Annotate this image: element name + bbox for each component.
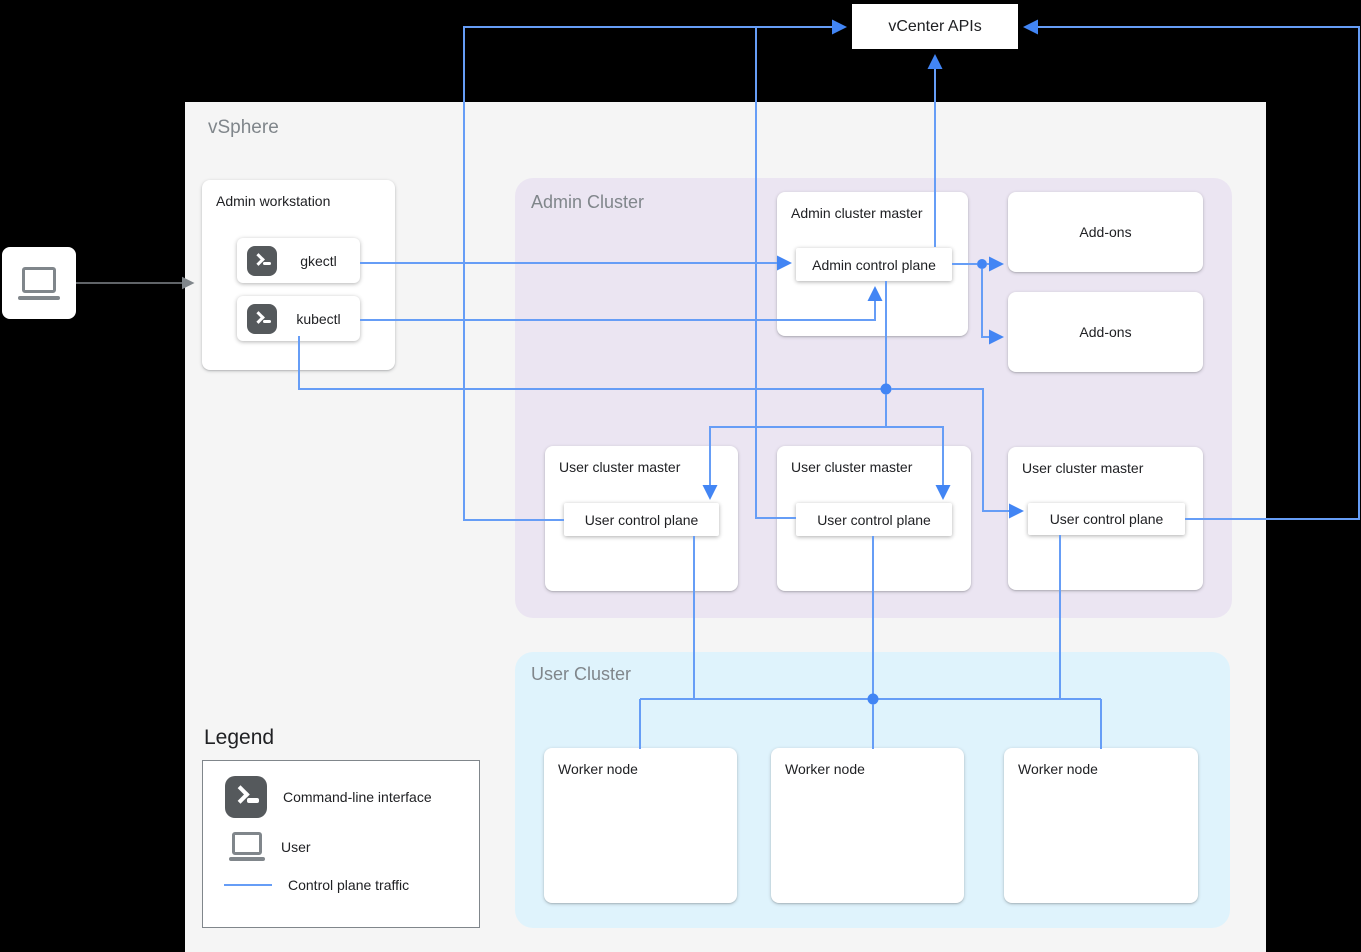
legend-item-label: User: [281, 838, 311, 855]
addons-card-1: Add-ons: [1008, 192, 1203, 272]
user-cluster-label: User Cluster: [531, 664, 632, 684]
user-control-plane-box-2: User control plane: [796, 503, 952, 536]
admin-cluster-master-label: Admin cluster master: [791, 205, 923, 221]
user-device-box: [2, 247, 76, 319]
addons-card-2: Add-ons: [1008, 292, 1203, 372]
admin-workstation-card: Admin workstation gkectl kubectl: [202, 180, 395, 370]
vsphere-label: vSphere: [208, 117, 279, 138]
user-control-plane-box-1: User control plane: [564, 503, 719, 536]
legend-item-user: User: [225, 832, 479, 861]
gkectl-box: gkectl: [237, 238, 360, 283]
gkectl-label: gkectl: [300, 252, 337, 269]
legend-title: Legend: [204, 726, 275, 749]
user-control-plane-box-3: User control plane: [1028, 503, 1185, 535]
kubectl-label: kubectl: [296, 310, 341, 327]
user-cluster-master-label: User cluster master: [1022, 460, 1144, 476]
worker-node-label: Worker node: [558, 761, 638, 777]
worker-node-card-1: Worker node: [544, 748, 737, 903]
terminal-icon: [225, 776, 267, 818]
kubectl-box: kubectl: [237, 296, 360, 341]
admin-cluster-label: Admin Cluster: [531, 192, 645, 212]
laptop-icon: [18, 266, 60, 300]
worker-node-card-3: Worker node: [1004, 748, 1198, 903]
user-cluster-master-label: User cluster master: [791, 459, 913, 475]
terminal-icon: [247, 245, 277, 276]
admin-workstation-label: Admin workstation: [216, 193, 331, 209]
admin-control-plane-box: Admin control plane: [796, 248, 952, 281]
terminal-icon: [247, 303, 277, 334]
worker-node-card-2: Worker node: [771, 748, 964, 903]
user-cluster-master-label: User cluster master: [559, 459, 681, 475]
worker-node-label: Worker node: [1018, 761, 1098, 777]
laptop-icon: [229, 832, 265, 861]
vcenter-apis-label: vCenter APIs: [888, 17, 982, 35]
legend-item-label: Control plane traffic: [288, 877, 410, 893]
vcenter-apis-box: vCenter APIs: [852, 4, 1018, 49]
worker-node-label: Worker node: [785, 761, 865, 777]
control-plane-traffic-line: [224, 884, 272, 886]
legend-item-cli: Command-line interface: [225, 776, 479, 818]
legend-item-label: Command-line interface: [283, 789, 432, 805]
legend-box: Command-line interface User Control plan…: [202, 760, 480, 928]
legend-item-traffic: Control plane traffic: [224, 877, 479, 893]
